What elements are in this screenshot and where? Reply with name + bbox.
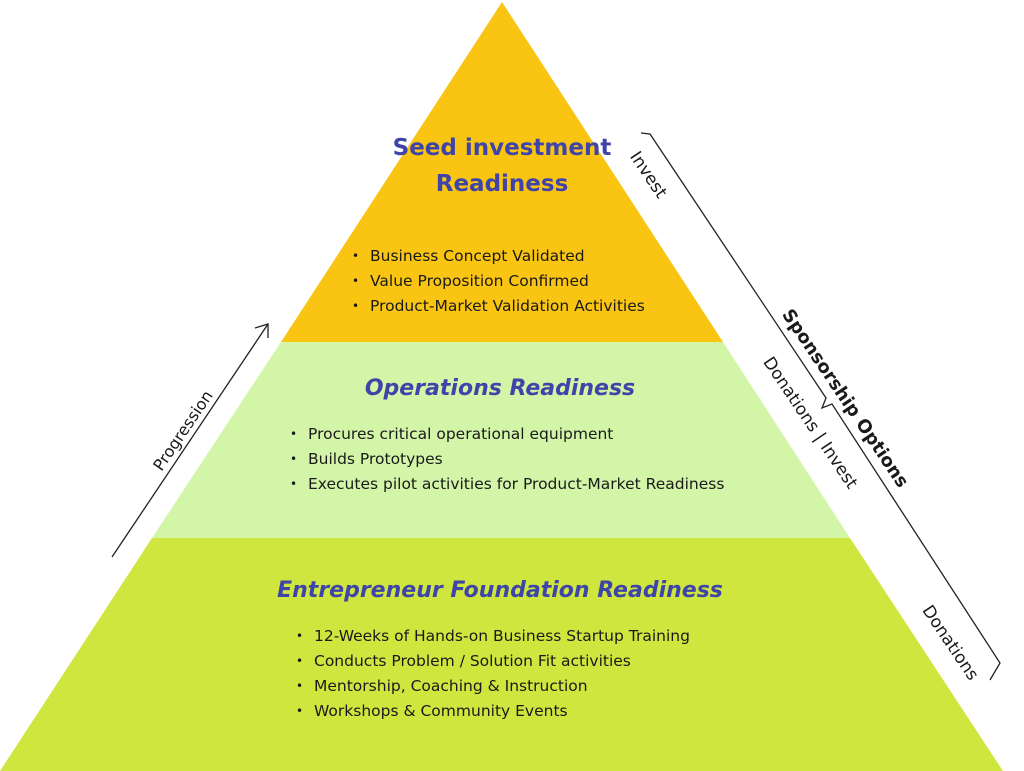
list-item: Builds Prototypes — [290, 447, 724, 472]
tier-operations-title: Operations Readiness — [364, 376, 636, 401]
list-item: Mentorship, Coaching & Instruction — [296, 674, 690, 699]
tier-operations-bullets: Procures critical operational equipment … — [290, 422, 724, 497]
list-item: Value Proposition Confirmed — [352, 269, 645, 294]
tier-entrepreneur-title: Entrepreneur Foundation Readiness — [277, 578, 723, 603]
list-item: Executes pilot activities for Product-Ma… — [290, 472, 724, 497]
list-item: Procures critical operational equipment — [290, 422, 724, 447]
sponsorship-brace — [640, 132, 1001, 681]
list-item: Conducts Problem / Solution Fit activiti… — [296, 649, 690, 674]
tier-entrepreneur-bullets: 12-Weeks of Hands-on Business Startup Tr… — [296, 624, 690, 724]
progression-arrow — [111, 323, 269, 558]
list-item: Business Concept Validated — [352, 244, 645, 269]
list-item: Product-Market Validation Activities — [352, 294, 645, 319]
tier-seed-bullets: Business Concept Validated Value Proposi… — [352, 244, 645, 319]
list-item: Workshops & Community Events — [296, 699, 690, 724]
list-item: 12-Weeks of Hands-on Business Startup Tr… — [296, 624, 690, 649]
tier-seed-title: Seed investment Readiness — [392, 135, 612, 197]
